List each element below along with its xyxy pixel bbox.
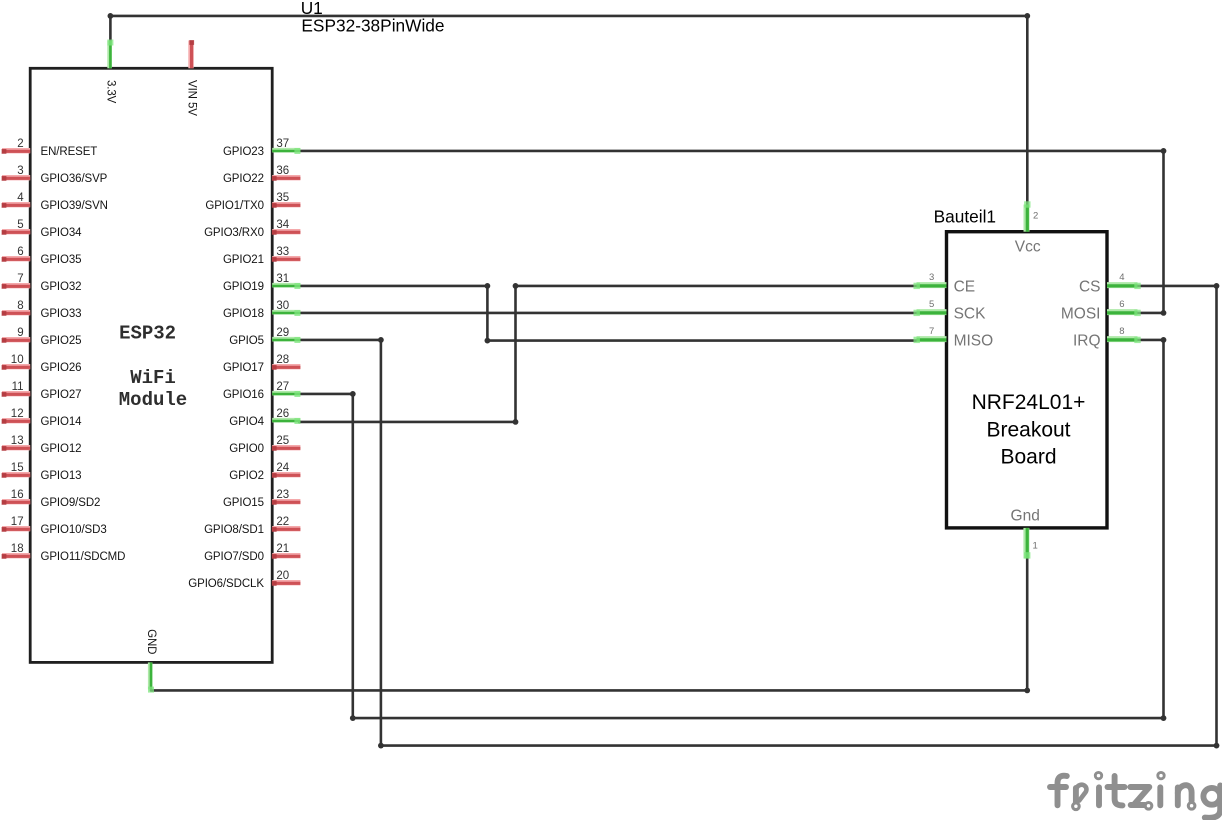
svg-text:6: 6 [17,246,23,258]
svg-text:GPIO34: GPIO34 [41,227,83,239]
svg-text:Gnd: Gnd [1011,508,1040,525]
svg-text:WiFi: WiFi [130,367,176,389]
svg-text:4: 4 [1119,272,1124,283]
svg-text:MOSI: MOSI [1061,305,1101,322]
svg-text:10: 10 [11,354,24,366]
svg-text:1: 1 [1033,541,1038,552]
svg-text:SCK: SCK [954,305,987,322]
svg-text:25: 25 [276,435,289,447]
svg-text:34: 34 [276,219,289,231]
svg-text:EN/RESET: EN/RESET [41,146,98,158]
svg-text:GPIO3/RX0: GPIO3/RX0 [204,227,264,239]
svg-text:Board: Board [1000,446,1056,469]
svg-text:21: 21 [276,543,289,555]
svg-text:GPIO32: GPIO32 [41,281,82,293]
svg-text:GPIO11/SDCMD: GPIO11/SDCMD [41,551,126,563]
svg-text:9: 9 [17,327,23,339]
svg-text:11: 11 [12,381,24,393]
svg-text:2: 2 [1033,211,1038,222]
svg-text:7: 7 [929,326,934,337]
svg-text:Bauteil1: Bauteil1 [934,206,996,226]
svg-text:22: 22 [276,516,289,528]
svg-text:ESP32: ESP32 [119,323,176,345]
svg-text:NRF24L01+: NRF24L01+ [972,391,1086,414]
svg-text:GPIO2: GPIO2 [229,470,264,482]
svg-text:GPIO4: GPIO4 [229,416,264,428]
svg-text:GPIO18: GPIO18 [223,308,264,320]
svg-text:37: 37 [276,138,289,150]
svg-text:GPIO21: GPIO21 [223,254,264,266]
svg-text:35: 35 [276,192,289,204]
svg-text:15: 15 [11,462,24,474]
svg-text:4: 4 [17,192,24,204]
svg-text:28: 28 [276,354,289,366]
svg-text:31: 31 [276,273,289,285]
svg-text:7: 7 [17,273,23,285]
svg-text:29: 29 [276,327,289,339]
svg-text:GND: GND [145,629,157,654]
svg-text:30: 30 [276,300,289,312]
svg-text:GPIO0: GPIO0 [229,443,264,455]
svg-text:GPIO36/SVP: GPIO36/SVP [41,173,108,185]
svg-text:GPIO27: GPIO27 [41,389,82,401]
svg-text:13: 13 [11,435,24,447]
svg-text:20: 20 [276,570,289,582]
svg-text:CS: CS [1079,278,1101,295]
svg-text:6: 6 [1119,299,1124,310]
svg-text:GPIO19: GPIO19 [223,281,264,293]
svg-text:18: 18 [11,543,24,555]
svg-text:GPIO22: GPIO22 [223,173,264,185]
svg-text:GPIO10/SD3: GPIO10/SD3 [41,524,107,536]
svg-text:GPIO17: GPIO17 [223,362,264,374]
svg-text:16: 16 [11,489,24,501]
svg-text:GPIO33: GPIO33 [41,308,82,320]
svg-text:VIN 5V: VIN 5V [186,80,198,116]
svg-text:17: 17 [11,516,24,528]
svg-text:CE: CE [954,278,976,295]
svg-text:2: 2 [17,138,23,150]
svg-text:23: 23 [276,489,289,501]
svg-text:GPIO5: GPIO5 [229,335,264,347]
svg-text:U1: U1 [301,0,323,18]
svg-text:8: 8 [1119,326,1124,337]
svg-text:GPIO6/SDCLK: GPIO6/SDCLK [188,578,264,590]
svg-text:MISO: MISO [954,332,994,349]
svg-text:3: 3 [929,272,934,283]
svg-text:36: 36 [276,165,289,177]
svg-text:33: 33 [276,246,289,258]
svg-text:Module: Module [119,389,187,411]
svg-text:IRQ: IRQ [1073,332,1101,349]
svg-text:GPIO14: GPIO14 [41,416,83,428]
svg-text:26: 26 [276,408,289,420]
svg-text:24: 24 [276,462,289,474]
svg-text:3.3V: 3.3V [105,80,117,104]
svg-text:5: 5 [929,299,934,310]
svg-text:GPIO25: GPIO25 [41,335,82,347]
svg-text:8: 8 [17,300,23,312]
svg-text:GPIO35: GPIO35 [41,254,82,266]
svg-text:Vcc: Vcc [1015,239,1041,256]
svg-text:Breakout: Breakout [986,418,1070,441]
svg-text:5: 5 [17,219,23,231]
svg-text:GPIO8/SD1: GPIO8/SD1 [204,524,264,536]
svg-text:12: 12 [11,408,24,420]
svg-text:GPIO15: GPIO15 [223,497,264,509]
svg-text:3: 3 [17,165,23,177]
svg-text:GPIO12: GPIO12 [41,443,82,455]
svg-text:GPIO16: GPIO16 [223,389,264,401]
svg-text:GPIO13: GPIO13 [41,470,82,482]
svg-text:27: 27 [276,381,289,393]
svg-text:GPIO7/SD0: GPIO7/SD0 [204,551,264,563]
svg-text:ESP32-38PinWide: ESP32-38PinWide [301,15,444,35]
svg-text:GPIO39/SVN: GPIO39/SVN [41,200,108,212]
svg-text:GPIO26: GPIO26 [41,362,82,374]
svg-text:GPIO9/SD2: GPIO9/SD2 [41,497,101,509]
svg-text:GPIO1/TX0: GPIO1/TX0 [205,200,264,212]
svg-text:GPIO23: GPIO23 [223,146,264,158]
